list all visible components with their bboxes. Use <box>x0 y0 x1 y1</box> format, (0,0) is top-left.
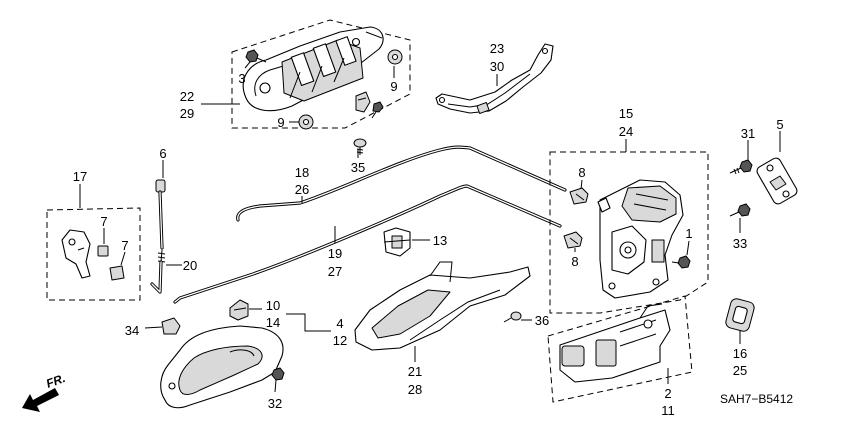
callout-28: 28 <box>408 382 422 397</box>
callout-3: 3 <box>238 71 245 86</box>
bolt-1 <box>671 255 691 269</box>
bolt-33 <box>729 203 751 217</box>
callout-36: 36 <box>535 313 549 328</box>
callout-2: 2 <box>664 386 671 401</box>
callout-7-lower: 7 <box>121 238 128 253</box>
handle-screw <box>371 101 384 119</box>
callout-26: 26 <box>295 182 309 197</box>
bracket-17 <box>61 229 91 279</box>
clip-34 <box>161 317 181 335</box>
callout-9-lower: 9 <box>277 115 284 130</box>
callout-30: 30 <box>490 59 504 74</box>
rod-18-26 <box>236 145 567 222</box>
callout-6: 6 <box>159 146 166 161</box>
inside-door-handle <box>160 325 284 409</box>
handle-clip <box>355 91 371 113</box>
door-lock-latch <box>597 179 684 299</box>
washer-9-upper <box>387 49 403 65</box>
clip-8-lower <box>563 231 583 249</box>
callout-20: 20 <box>183 258 197 273</box>
striker-5 <box>756 157 798 205</box>
callout-8-upper: 8 <box>578 165 585 180</box>
actuator-group-outline <box>547 295 693 403</box>
callout-18: 18 <box>295 165 309 180</box>
inside-handle-cover <box>354 261 531 351</box>
callout-31: 31 <box>741 126 755 141</box>
callout-9-upper: 9 <box>390 79 397 94</box>
clip-8-upper <box>569 187 589 205</box>
callout-10: 10 <box>266 298 280 313</box>
callout-23: 23 <box>490 41 504 56</box>
callout-34: 34 <box>125 323 139 338</box>
callout-12: 12 <box>333 333 347 348</box>
part-17-group-outline <box>46 207 141 301</box>
latch-group-outline <box>549 151 709 314</box>
door-lock-actuator <box>559 303 671 383</box>
clip-10-14 <box>229 299 249 321</box>
callout-16: 16 <box>733 346 747 361</box>
callout-14: 14 <box>266 315 280 330</box>
direction-label: FR. <box>44 371 67 391</box>
bolt-32 <box>271 367 285 381</box>
callout-22: 22 <box>180 89 194 104</box>
callout-7-upper: 7 <box>100 214 107 229</box>
front-direction-arrow-icon <box>22 388 59 412</box>
leader-lines <box>79 61 781 393</box>
screw-35 <box>353 138 367 155</box>
bolt-31 <box>729 159 753 175</box>
bracket-13 <box>383 227 411 257</box>
part-16-25 <box>725 298 755 332</box>
bracket-23-30 <box>435 43 554 114</box>
callout-24: 24 <box>619 124 633 139</box>
rod-19-27 <box>173 184 562 304</box>
callout-13: 13 <box>433 233 447 248</box>
rod-20 <box>150 249 166 294</box>
outside-door-handle <box>242 26 384 112</box>
callout-15: 15 <box>619 106 633 121</box>
callout-1: 1 <box>685 226 692 241</box>
callout-27: 27 <box>328 264 342 279</box>
screw-36 <box>503 311 522 323</box>
outside-handle-group-outline <box>231 19 411 129</box>
callout-17: 17 <box>73 169 87 184</box>
callout-29: 29 <box>180 106 194 121</box>
clip-7-lower <box>109 265 125 281</box>
callout-25: 25 <box>733 363 747 378</box>
callout-33: 33 <box>733 236 747 251</box>
callout-32: 32 <box>268 396 282 411</box>
callout-21: 21 <box>408 364 422 379</box>
bolt-3 <box>245 49 267 63</box>
diagram-code: SAH7−B5412 <box>720 392 793 406</box>
callout-5: 5 <box>776 117 783 132</box>
callout-4: 4 <box>336 316 343 331</box>
callout-19: 19 <box>328 246 342 261</box>
callout-8-lower: 8 <box>571 254 578 269</box>
rod-6 <box>155 179 166 250</box>
callout-11: 11 <box>661 403 675 418</box>
washer-9-lower <box>298 114 314 130</box>
clip-7-upper <box>97 245 109 257</box>
callout-35: 35 <box>351 160 365 175</box>
